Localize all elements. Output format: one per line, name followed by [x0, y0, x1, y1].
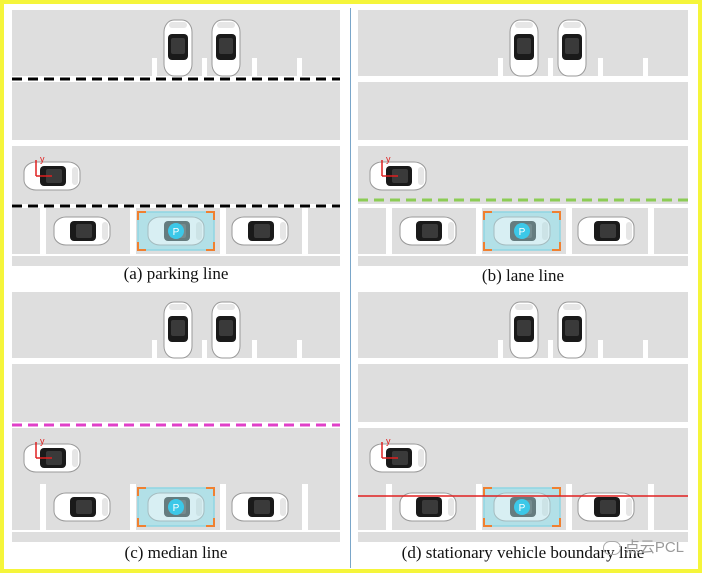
slot-divider [598, 340, 603, 360]
slot-divider [648, 208, 654, 254]
slot-divider [202, 340, 207, 360]
parked-car [231, 216, 289, 246]
slot-corner [137, 211, 146, 220]
slot-divider [152, 340, 157, 360]
axis-label: y [386, 154, 391, 164]
slot-corner [552, 211, 561, 220]
slot-divider [643, 58, 648, 78]
parked-car [399, 492, 457, 522]
slot-corner [483, 242, 492, 251]
upper-lane [12, 364, 340, 422]
slot-divider [220, 208, 226, 254]
watermark: 点云PCL [602, 536, 684, 557]
wechat-icon [602, 541, 621, 556]
upper-lane [358, 82, 688, 140]
slot-divider [386, 484, 392, 530]
slot-divider [386, 208, 392, 254]
slot-corner [483, 211, 492, 220]
slot-divider [302, 208, 308, 254]
axis-label: y [40, 436, 45, 446]
slot-divider [566, 208, 572, 254]
slot-divider [130, 484, 136, 530]
parked-car [557, 301, 587, 359]
slot-divider [498, 58, 503, 78]
parked-car [53, 492, 111, 522]
parking-marker [168, 223, 184, 239]
slot-corner [206, 211, 215, 220]
caption-a: (a) parking line [123, 264, 229, 283]
parking-marker-label: P [519, 227, 526, 238]
slot-divider [220, 484, 226, 530]
slot-divider [202, 58, 207, 78]
parking-scene-b: Py [358, 10, 688, 266]
parked-car [211, 19, 241, 77]
slot-corner [483, 487, 492, 496]
slot-divider [476, 208, 482, 254]
parked-car [163, 19, 193, 77]
parking-marker-label: P [519, 503, 526, 514]
slot-corner [552, 242, 561, 251]
slot-divider [297, 58, 302, 78]
slot-divider [152, 58, 157, 78]
parked-car [231, 492, 289, 522]
upper-lane [358, 364, 688, 422]
parked-car [399, 216, 457, 246]
slot-corner [137, 242, 146, 251]
axis-label: y [386, 436, 391, 446]
caption-c: (c) median line [124, 543, 228, 562]
parked-car [163, 301, 193, 359]
slot-divider [566, 484, 572, 530]
slot-corner [206, 242, 215, 251]
watermark-text: 点云PCL [624, 539, 684, 556]
parked-car [509, 301, 539, 359]
slot-divider [130, 208, 136, 254]
parked-car [53, 216, 111, 246]
caption-b: (b) lane line [481, 266, 565, 285]
parking-marker [514, 499, 530, 515]
parked-car [577, 216, 635, 246]
parking-scene-c: Py [12, 292, 340, 542]
parked-car [577, 492, 635, 522]
slot-divider [548, 340, 553, 360]
slot-corner [137, 518, 146, 527]
slot-corner [137, 487, 146, 496]
parking-scene-d: Py [358, 292, 688, 542]
slot-corner [206, 487, 215, 496]
slot-divider [648, 484, 654, 530]
slot-corner [552, 518, 561, 527]
slot-divider [252, 58, 257, 78]
parked-car [211, 301, 241, 359]
axis-label: y [40, 154, 45, 164]
slot-corner [552, 487, 561, 496]
panel-divider [350, 8, 351, 568]
slot-divider [598, 58, 603, 78]
parking-marker-label: P [173, 227, 180, 238]
slot-divider [498, 340, 503, 360]
parked-car [557, 19, 587, 77]
slot-divider [40, 208, 46, 254]
slot-divider [252, 340, 257, 360]
slot-corner [483, 518, 492, 527]
slot-divider [548, 58, 553, 78]
slot-corner [206, 518, 215, 527]
parked-car [509, 19, 539, 77]
slot-divider [40, 484, 46, 530]
parking-scene-a: Py [12, 10, 340, 266]
slot-divider [476, 484, 482, 530]
slot-divider [297, 340, 302, 360]
parking-marker-label: P [173, 503, 180, 514]
slot-divider [302, 484, 308, 530]
parking-marker [168, 499, 184, 515]
slot-divider [643, 340, 648, 360]
caption-d: (d) stationary vehicle boundary line [401, 543, 645, 562]
upper-lane [12, 82, 340, 140]
parking-marker [514, 223, 530, 239]
